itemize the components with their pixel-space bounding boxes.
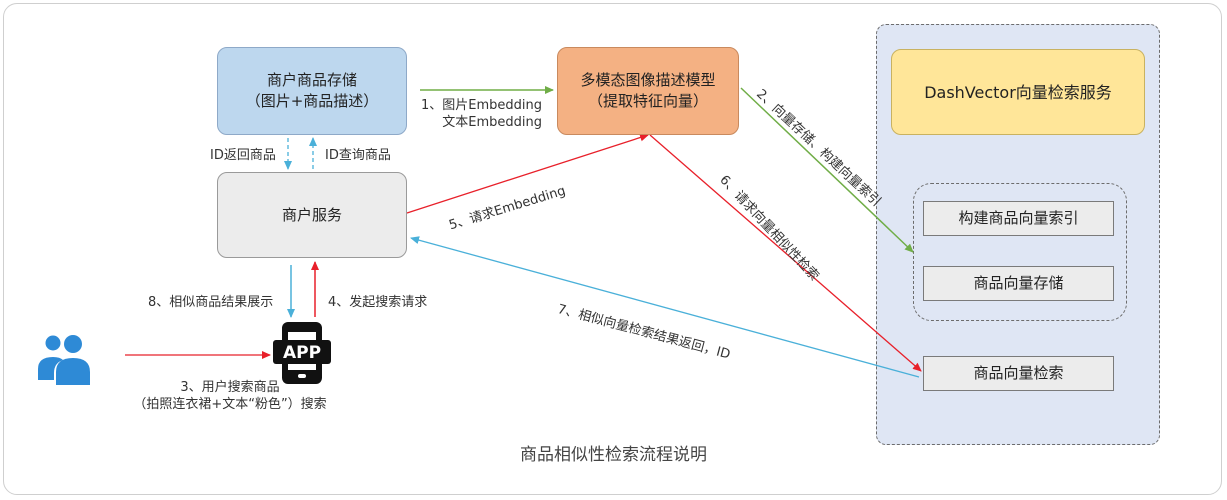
edge-result-return	[410, 236, 920, 378]
diagram-title: 商品相似性检索流程说明	[520, 445, 707, 465]
edge1-label: 1、图片Embedding 文本Embedding	[414, 97, 542, 131]
edge1-label-line1: 1、图片Embedding	[420, 98, 542, 113]
model-title: 多模态图像描述模型	[580, 71, 716, 89]
storage-title: 商户商品存储	[266, 71, 357, 89]
dashvector-label: DashVector向量检索服务	[924, 82, 1112, 102]
phone-app-icon	[273, 322, 331, 384]
merchant-product-storage: 商户商品存储 （图片+商品描述）	[217, 47, 407, 135]
edge-request-search	[649, 134, 922, 372]
edge4-label: 4、发起搜索请求	[328, 295, 428, 310]
app-label: APP	[283, 343, 321, 363]
build-index-box: 构建商品向量索引	[923, 201, 1114, 236]
build-index-label: 构建商品向量索引	[958, 209, 1079, 227]
diagram-frame	[3, 3, 1222, 495]
edge8-label: 8、相似商品结果展示	[148, 295, 274, 310]
multimodal-model: 多模态图像描述模型 （提取特征向量）	[557, 47, 739, 135]
storage-subtitle: （图片+商品描述）	[245, 92, 379, 110]
id-query-label: ID查询商品	[325, 148, 391, 163]
users-icon	[38, 335, 90, 385]
dashvector-service: DashVector向量检索服务	[891, 49, 1145, 135]
merchant-service-label: 商户服务	[281, 205, 342, 224]
edge3-label: 3、用户搜索商品 （拍照连衣裙+文本“粉色”）搜索	[110, 379, 350, 413]
vector-storage-box: 商品向量存储	[923, 266, 1114, 301]
vector-storage-label: 商品向量存储	[973, 274, 1064, 292]
edge-vector-store-green	[740, 87, 914, 253]
edge-request-embedding	[406, 133, 649, 214]
vector-search-label: 商品向量检索	[973, 364, 1064, 382]
merchant-service: 商户服务	[217, 172, 407, 258]
edge3-label-line1: 3、用户搜索商品	[180, 380, 280, 395]
id-return-label: ID返回商品	[210, 148, 276, 163]
edge1-label-line2: 文本Embedding	[442, 115, 542, 130]
model-subtitle: （提取特征向量）	[587, 92, 708, 110]
vector-search-box: 商品向量检索	[923, 356, 1114, 391]
edge3-label-line2: （拍照连衣裙+文本“粉色”）搜索	[133, 397, 327, 412]
